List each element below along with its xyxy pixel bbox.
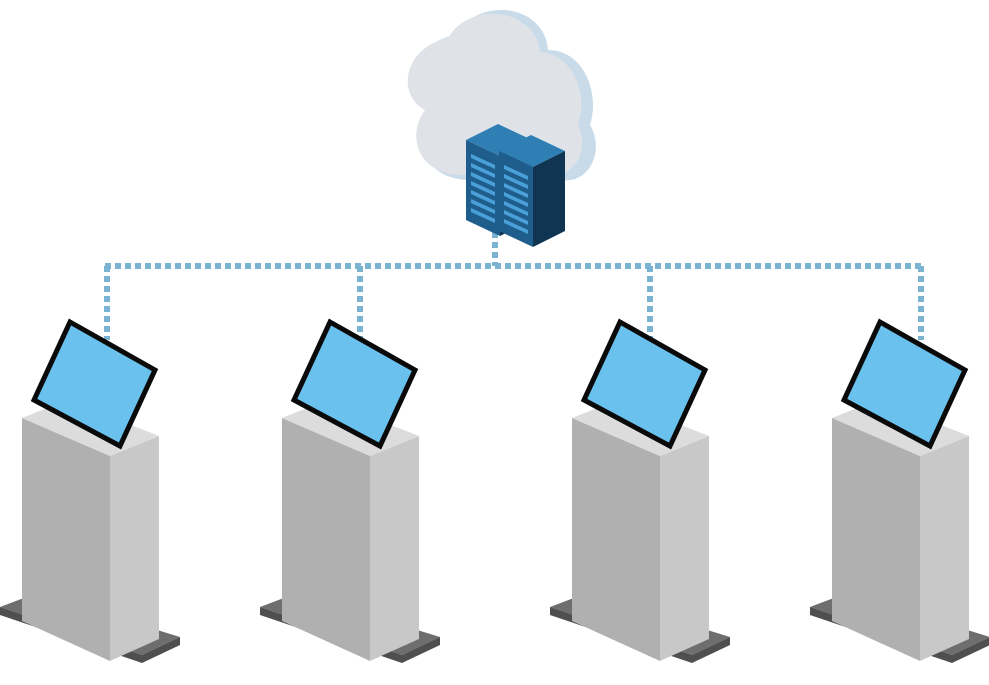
server-slot bbox=[504, 219, 528, 234]
server-side bbox=[533, 151, 565, 247]
server-slot bbox=[471, 172, 495, 187]
server-slot bbox=[471, 181, 495, 196]
kiosk-body-front bbox=[832, 418, 920, 661]
server-slot bbox=[504, 210, 528, 225]
server-slot bbox=[504, 174, 528, 189]
server-slot bbox=[471, 163, 495, 178]
kiosk-body-front bbox=[282, 418, 370, 661]
server-slot bbox=[504, 192, 528, 207]
server-rack-icon bbox=[466, 124, 565, 247]
kiosk-body-side bbox=[660, 436, 709, 661]
server-slot bbox=[504, 201, 528, 216]
kiosk-base-side bbox=[142, 637, 180, 663]
kiosk-body-side bbox=[920, 436, 969, 661]
server-slot bbox=[471, 208, 495, 223]
connector-lines bbox=[104, 222, 924, 340]
server-unit-2 bbox=[499, 135, 565, 247]
kiosk-screen bbox=[840, 318, 969, 450]
kiosk-screen bbox=[290, 318, 419, 450]
kiosk-base-side bbox=[692, 637, 730, 663]
kiosk-base-side bbox=[952, 637, 989, 663]
server-slot bbox=[471, 190, 495, 205]
kiosk-terminal-icon bbox=[260, 318, 440, 663]
kiosk-screen bbox=[30, 318, 159, 450]
kiosk-terminal-icon bbox=[810, 318, 989, 663]
server-slot bbox=[504, 165, 528, 180]
server-slot bbox=[471, 154, 495, 169]
kiosk-body-front bbox=[22, 418, 110, 661]
kiosk-terminal-icon bbox=[0, 318, 180, 663]
kiosk-screen bbox=[580, 318, 709, 450]
kiosk-group bbox=[0, 318, 989, 663]
kiosk-body-front bbox=[572, 418, 660, 661]
server-slot bbox=[504, 183, 528, 198]
server-top bbox=[499, 135, 565, 167]
server-slot bbox=[471, 199, 495, 214]
kiosk-terminal-icon bbox=[550, 318, 730, 663]
kiosk-body-side bbox=[110, 436, 159, 661]
cloud-icon bbox=[407, 9, 596, 181]
kiosk-body-side bbox=[370, 436, 419, 661]
kiosk-base-side bbox=[402, 637, 440, 663]
